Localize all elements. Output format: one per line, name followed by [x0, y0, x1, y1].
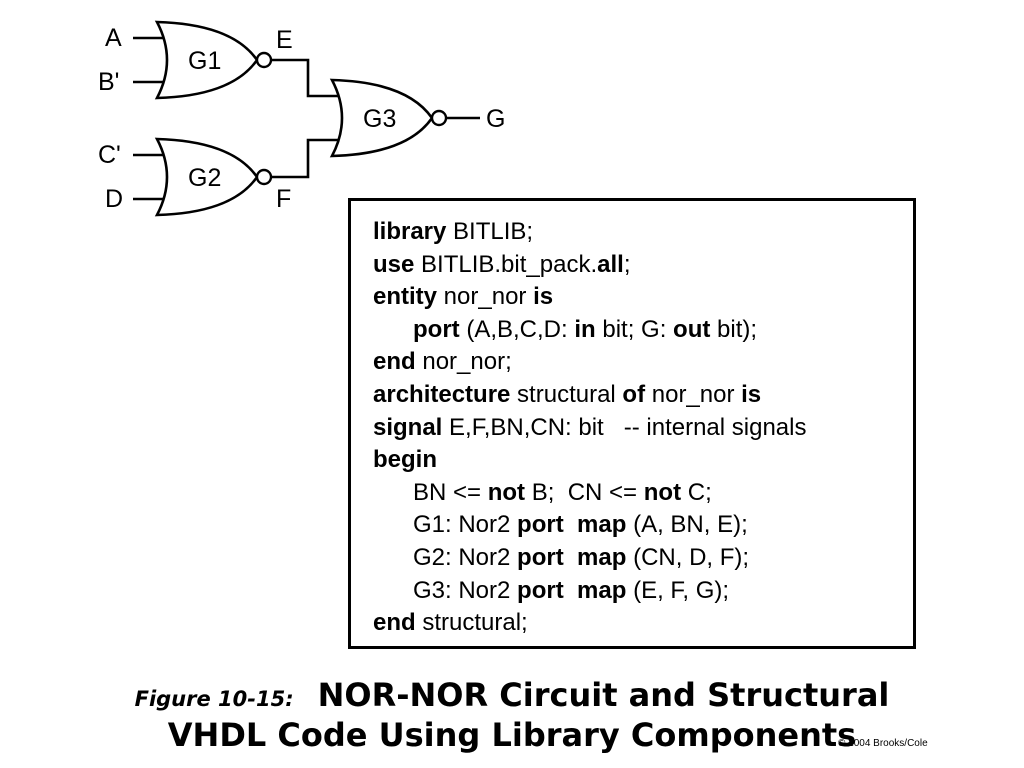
code-keyword: architecture — [373, 380, 511, 408]
figure-caption-line2: VHDL Code Using Library Components — [0, 715, 1024, 755]
code-keyword: entity — [373, 283, 438, 311]
code-line: architecture structural of nor_nor is — [373, 379, 913, 412]
g3-inversion-bubble — [430, 109, 448, 127]
figure-title-line1: NOR-NOR Circuit and Structural — [317, 676, 890, 714]
code-keyword: begin — [373, 446, 437, 474]
code-line: port (A,B,C,D: in bit; G: out bit); — [373, 314, 913, 347]
input-label-c-prime: C' — [98, 141, 121, 169]
code-text: B; CN <= — [525, 478, 644, 506]
code-keyword: map — [577, 543, 627, 571]
code-text: (CN, D, F); — [626, 543, 750, 571]
code-keyword: library — [373, 218, 447, 245]
code-text: ; — [623, 250, 631, 278]
input-label-d: D — [105, 185, 123, 213]
gate-g1-label: G1 — [188, 47, 221, 75]
code-line: end nor_nor; — [373, 346, 913, 379]
code-keyword: port — [517, 576, 564, 604]
code-line: entity nor_nor is — [373, 281, 913, 314]
gate-g2-label: G2 — [188, 164, 221, 192]
code-text: (A, BN, E); — [626, 511, 748, 539]
code-text: BITLIB.bit_pack. — [414, 250, 598, 278]
code-line: signal E,F,BN,CN: bit -- internal signal… — [373, 412, 913, 445]
output-label-g: G — [486, 105, 505, 133]
vhdl-code-box: library BITLIB;use BITLIB.bit_pack.all;e… — [348, 198, 916, 649]
code-text: structural — [510, 380, 623, 408]
code-line: end structural; — [373, 607, 913, 640]
code-line: G1: Nor2 port map (A, BN, E); — [373, 509, 913, 542]
code-text: BN <= — [413, 478, 488, 506]
code-line: library BITLIB; — [373, 216, 913, 249]
g1-inversion-bubble — [255, 51, 273, 69]
signal-label-e: E — [276, 26, 293, 54]
code-text: (A,B,C,D: — [459, 315, 575, 343]
code-keyword: port — [517, 511, 564, 539]
code-text: nor_nor; — [415, 348, 512, 376]
code-keyword: port — [517, 543, 564, 571]
code-text — [564, 511, 577, 538]
code-keyword: not — [487, 478, 526, 506]
code-text: structural; — [415, 609, 528, 637]
gate-g1: G1 — [154, 20, 273, 100]
code-line: begin — [373, 444, 913, 477]
code-text: bit; G: — [595, 315, 674, 343]
code-text: nor_nor — [645, 380, 742, 408]
code-keyword: use — [373, 250, 415, 278]
copyright-notice: © 2004 Brooks/Cole — [838, 738, 928, 749]
code-keyword: of — [622, 380, 646, 408]
code-text — [564, 577, 577, 604]
g2-inversion-bubble — [255, 168, 273, 186]
input-label-b-prime: B' — [98, 68, 119, 96]
code-keyword: out — [673, 315, 711, 343]
code-text: BITLIB; — [446, 218, 534, 245]
code-text: C; — [681, 478, 712, 506]
code-keyword: is — [741, 380, 762, 408]
wire-e — [271, 58, 345, 98]
code-line: use BITLIB.bit_pack.all; — [373, 249, 913, 282]
code-keyword: all — [597, 250, 624, 278]
code-keyword: port — [413, 315, 460, 343]
code-keyword: map — [577, 511, 627, 539]
input-label-a: A — [105, 24, 122, 52]
wire-f — [271, 138, 345, 179]
code-text: nor_nor — [437, 283, 534, 311]
code-text: G1: Nor2 — [413, 511, 518, 539]
code-text: G3: Nor2 — [413, 576, 518, 604]
gate-g3-label: G3 — [363, 105, 396, 133]
code-line: G3: Nor2 port map (E, F, G); — [373, 575, 913, 608]
code-keyword: signal — [373, 413, 443, 441]
code-text: bit); — [710, 315, 758, 343]
code-keyword: map — [577, 576, 627, 604]
signal-label-f: F — [276, 185, 291, 213]
figure-label: Figure 10-15: — [134, 687, 294, 711]
figure-caption-line1: Figure 10-15: NOR-NOR Circuit and Structu… — [0, 675, 1024, 719]
code-text: G2: Nor2 — [413, 543, 518, 571]
gate-g3: G3 — [329, 78, 448, 158]
code-text: E,F,BN,CN: bit -- internal signals — [442, 413, 807, 441]
code-keyword: is — [533, 283, 554, 311]
code-line: BN <= not B; CN <= not C; — [373, 477, 913, 510]
figure-title-line2: VHDL Code Using Library Components — [167, 716, 857, 754]
code-line: G2: Nor2 port map (CN, D, F); — [373, 542, 913, 575]
code-keyword: in — [574, 315, 596, 343]
code-keyword: end — [373, 348, 416, 376]
gate-g2: G2 — [154, 137, 273, 217]
code-keyword: not — [643, 478, 682, 506]
code-keyword: end — [373, 609, 416, 637]
nor-nor-circuit-diagram: G1 G2 G3 A B' C' D E F G — [98, 20, 505, 217]
code-text — [564, 544, 577, 571]
code-text: (E, F, G); — [626, 576, 730, 604]
